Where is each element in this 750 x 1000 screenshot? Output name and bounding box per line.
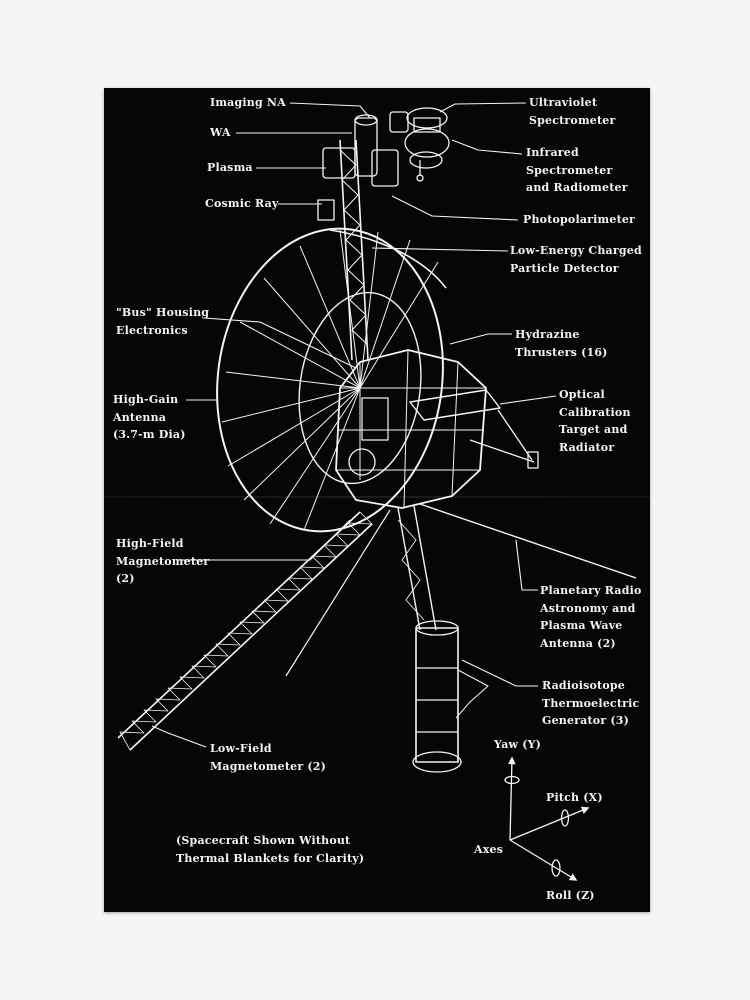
label-hydrazine-thrusters: Hydrazine Thrusters (16) <box>515 328 608 359</box>
label-high-gain-antenna: High-Gain Antenna (3.7-m Dia) <box>113 393 186 441</box>
axis-label-yaw: Yaw (Y) <box>494 738 542 751</box>
label-infrared-spectrometer: Infrared Spectrometer and Radiometer <box>526 146 628 194</box>
label-plasma: Plasma <box>207 161 253 174</box>
label-ultraviolet-spectrometer: Ultraviolet Spectrometer <box>529 96 616 127</box>
axes-caption: Axes <box>474 843 504 856</box>
label-imaging-na: Imaging NA <box>210 96 286 109</box>
axes-diagram <box>504 756 590 881</box>
science-boom <box>339 139 369 361</box>
high-gain-antenna-dish <box>216 227 447 533</box>
label-high-field-magnetometer: High-Field Magnetometer (2) <box>116 537 210 585</box>
axis-label-pitch: Pitch (X) <box>546 791 603 804</box>
label-planetary-radio-antenna: Planetary Radio Astronomy and Plasma Wav… <box>540 584 642 650</box>
plasma-wave-antenna <box>285 503 637 677</box>
label-optical-calibration: Optical Calibration Target and Radiator <box>559 388 631 454</box>
label-cosmic-ray: Cosmic Ray <box>205 197 279 210</box>
label-photopolarimeter: Photopolarimeter <box>523 213 636 226</box>
leader-lines <box>151 102 557 748</box>
axis-label-roll: Roll (Z) <box>546 889 595 902</box>
poster-panel <box>104 88 650 912</box>
label-bus-housing: "Bus" Housing Electronics <box>116 306 210 337</box>
poster-fold-crease <box>104 496 650 498</box>
instrument-cluster <box>317 107 450 221</box>
rtg-boom <box>397 505 489 773</box>
bus-housing <box>335 349 487 509</box>
label-wa: WA <box>210 126 231 139</box>
label-rtg: Radioisotope Thermoelectric Generator (3… <box>542 679 640 727</box>
label-low-energy-particle-detector: Low-Energy Charged Particle Detector <box>510 244 642 275</box>
optical-calibration-target <box>409 389 539 469</box>
label-low-field-magnetometer: Low-Field Magnetometer (2) <box>210 742 327 773</box>
footnote: (Spacecraft Shown Without Thermal Blanke… <box>176 834 365 865</box>
